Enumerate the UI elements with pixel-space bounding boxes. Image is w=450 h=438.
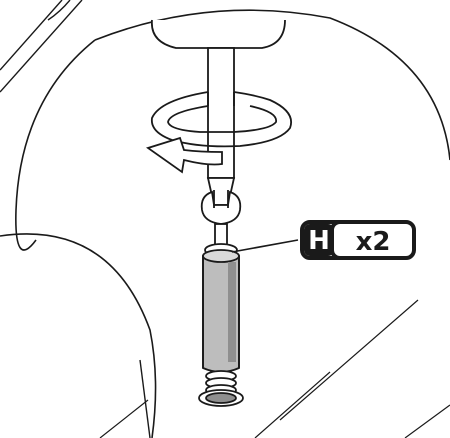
rotate-clockwise-arrow-icon <box>145 91 292 174</box>
part-callout: H x2 <box>300 220 416 260</box>
panel-edges <box>0 0 83 93</box>
screwdriver-icon <box>151 19 286 206</box>
detail-magnifier-circle-bottom <box>139 359 151 438</box>
detail-magnifier-circle-left <box>15 39 96 251</box>
cam-dowel-icon <box>198 190 244 407</box>
detail-magnifier-circle <box>94 9 450 161</box>
panel-curve-lower <box>0 233 157 438</box>
part-quantity: x2 <box>356 227 391 257</box>
board-lines <box>254 299 450 438</box>
part-letter: H <box>308 226 330 256</box>
panel-edge-lower <box>99 399 149 438</box>
callout-leader-line <box>231 239 299 253</box>
